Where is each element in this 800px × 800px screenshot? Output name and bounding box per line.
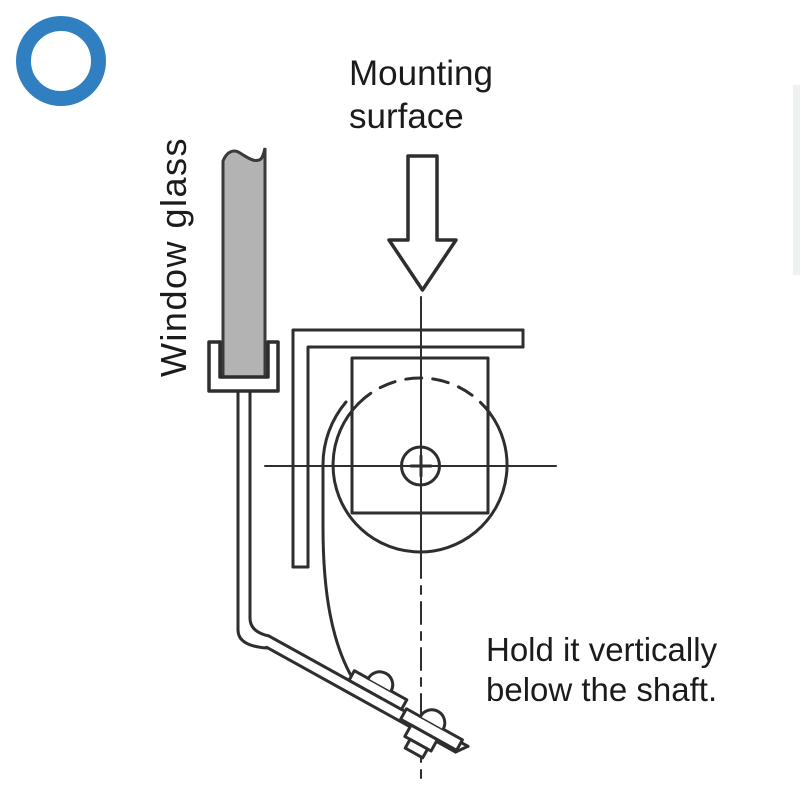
shaft-center-cross: [409, 454, 433, 478]
instruction-line1: Hold it vertically: [486, 631, 718, 668]
mounting-surface-line2: surface: [349, 97, 464, 136]
glass-holder-channel-inner: [218, 340, 270, 379]
scan-edge-artifact: [793, 85, 800, 275]
instruction-line2: below the shaft.: [486, 671, 718, 708]
cable-end-fitting-1-hump: [366, 670, 395, 693]
diagonal-rail-assembly: [265, 634, 470, 760]
cable-drum-hidden-arc: [357, 376, 491, 415]
cable-end-fitting-2-hump: [418, 708, 447, 731]
glass-holder-channel-outer: [207, 340, 280, 393]
drum-housing: [350, 356, 490, 515]
cable-drum-circle: [331, 402, 509, 554]
guide-rail-inner: [248, 389, 271, 638]
window-glass-panel: [221, 147, 267, 379]
mounting-surface-line1: Mounting: [349, 54, 493, 93]
guide-cable: [321, 400, 358, 686]
guide-rail-outer: [236, 389, 269, 650]
down-arrow-icon: [387, 154, 458, 292]
mounting-surface-label: Mounting surface: [349, 52, 493, 138]
fitting-bolt-lower: [403, 737, 430, 760]
mounting-bracket-outer: [291, 328, 525, 569]
mounting-bracket-inner: [306, 345, 525, 569]
drum-shaft-circle: [400, 445, 441, 487]
